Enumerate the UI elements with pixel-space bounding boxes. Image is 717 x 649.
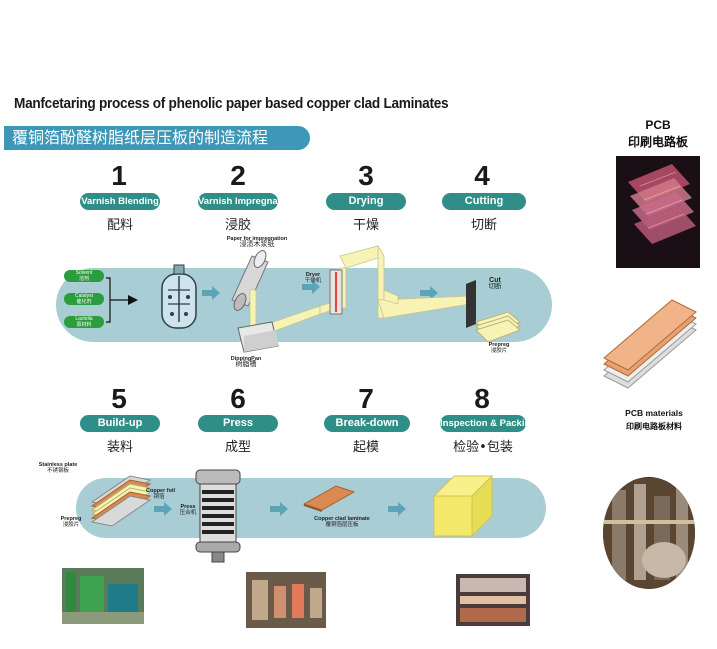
factory-photo-3 <box>456 574 530 626</box>
input-catalyst-en: Catalyst <box>74 293 94 299</box>
title-english: Manfcetaring process of phenolic paper b… <box>14 96 449 112</box>
input-solvent-en: Solvent <box>75 270 93 276</box>
label-press: Press 压合机 <box>176 504 200 516</box>
step-1-number: 1 <box>111 160 127 191</box>
title-chinese-bar: 覆铜箔酚醛树脂纸层压板的制造流程 <box>4 126 310 150</box>
flow-arrows-top <box>202 280 438 300</box>
input-lacteila: Lacteila 原材料 <box>64 316 104 328</box>
label-dipping-en: DippingPan <box>230 356 262 362</box>
input-catalyst: Catalyst 催化剂 <box>64 293 104 305</box>
prepreg-stack-top <box>475 311 521 343</box>
label-copper-foil: Copper foil 铜箔 <box>146 488 176 500</box>
build-up-stack <box>90 475 152 527</box>
pcb-image <box>616 156 700 268</box>
step-6-pill: Press <box>198 415 278 432</box>
dryer-icon <box>329 269 343 315</box>
label-ccl: Copper clad laminate 覆铜箔层压板 <box>312 516 372 528</box>
step-7-cn: 起模 <box>352 440 379 455</box>
label-paper-en: Paper for impregnation <box>226 236 288 242</box>
pcb-title-en: PCB <box>645 118 671 132</box>
label-stainless-en: Stainless plate <box>38 462 78 468</box>
step-8-number: 8 <box>474 383 490 414</box>
step-5-pill: Build-up <box>80 415 160 432</box>
pcb-materials-cn: 印刷电路板材料 <box>626 422 682 431</box>
step-3-cn: 干燥 <box>352 218 379 233</box>
press-machine-icon <box>195 469 241 563</box>
factory-photo-2 <box>246 572 326 628</box>
label-dipping: DippingPan 树脂槽 <box>224 356 268 368</box>
cutter-icon <box>466 280 476 328</box>
paper-roll-icon <box>231 250 269 311</box>
label-dipping-cn: 树脂槽 <box>235 361 257 368</box>
label-cut: Cut 切断 <box>482 277 508 290</box>
input-lacteila-cn: 原材料 <box>76 322 92 328</box>
step-5-cn: 装料 <box>106 440 133 455</box>
step-7-number: 7 <box>358 383 374 414</box>
label-stainless-cn: 不锈钢板 <box>46 468 69 474</box>
factory-round-image <box>603 477 695 589</box>
label-prepreg-top: Prepreg 浸胶片 <box>484 342 514 354</box>
input-solvent: Solvent 溶剂 <box>64 270 104 282</box>
pcb-title-cn: 印刷电路板 <box>627 135 688 149</box>
label-ccl-cn: 覆铜箔层压板 <box>325 522 359 528</box>
pcb-materials-en: PCB materials <box>625 408 683 418</box>
pcb-materials-image <box>603 299 697 389</box>
input-solvent-cn: 溶剂 <box>78 276 89 282</box>
step-8-pill: Inspection & Packing <box>440 415 536 432</box>
label-prepreg-bottom-en: Prepreg <box>60 516 82 522</box>
label-press-cn: 压合机 <box>179 510 197 516</box>
label-prepreg-bottom-cn: 浸胶片 <box>62 522 80 528</box>
step-6-cn: 成型 <box>224 440 251 455</box>
label-prepreg-top-en: Prepreg <box>488 342 510 348</box>
input-lacteila-en: Lacteila <box>75 316 93 322</box>
step-2-number: 2 <box>230 160 246 191</box>
step-1-cn: 配料 <box>106 218 133 233</box>
step-4-number: 4 <box>474 160 490 191</box>
step-3-pill: Drying <box>326 193 406 210</box>
input-arrow-head <box>128 295 138 305</box>
factory-photo-1 <box>62 568 144 624</box>
label-cut-en: Cut <box>489 277 501 284</box>
input-bracket <box>106 277 128 323</box>
step-4-pill: Cutting <box>442 193 526 210</box>
label-prepreg-top-cn: 浸胶片 <box>490 348 508 354</box>
flow-arrows-bottom <box>154 502 406 516</box>
step-2-cn: 浸胶 <box>224 218 251 233</box>
label-paper: Paper for impregnation 浸渍木浆纸 <box>222 236 292 248</box>
input-catalyst-cn: 催化剂 <box>76 299 92 305</box>
packing-box-icon <box>432 474 494 538</box>
label-cut-cn: 切断 <box>488 283 502 290</box>
label-paper-cn: 浸渍木浆纸 <box>239 241 275 248</box>
step-3-number: 3 <box>358 160 374 191</box>
label-stainless: Stainless plate 不锈钢板 <box>36 462 80 474</box>
step-1-pill: Varnish Blending <box>80 193 160 210</box>
step-6-number: 6 <box>230 383 246 414</box>
label-dryer: Dryer 干燥机 <box>298 272 328 284</box>
step-2-pill: Varnish Impregnation <box>198 193 295 210</box>
label-copper-en: Copper foil <box>146 488 176 494</box>
label-press-en: Press <box>180 504 196 510</box>
step-8-cn: 检验•包装 <box>453 440 513 455</box>
label-ccl-en: Copper clad laminate <box>314 516 370 522</box>
copper-clad-laminate-icon <box>302 485 356 512</box>
step-5-number: 5 <box>111 383 127 414</box>
label-copper-cn: 铜箔 <box>153 494 165 500</box>
step-7-pill: Break-down <box>324 415 410 432</box>
blending-tank-icon <box>161 264 197 329</box>
dipping-pan-icon <box>237 321 279 353</box>
label-prepreg-bottom: Prepreg 浸胶片 <box>56 516 86 528</box>
step-4-cn: 切断 <box>470 218 497 233</box>
label-dryer-en: Dryer <box>305 272 321 278</box>
label-dryer-cn: 干燥机 <box>304 278 322 284</box>
